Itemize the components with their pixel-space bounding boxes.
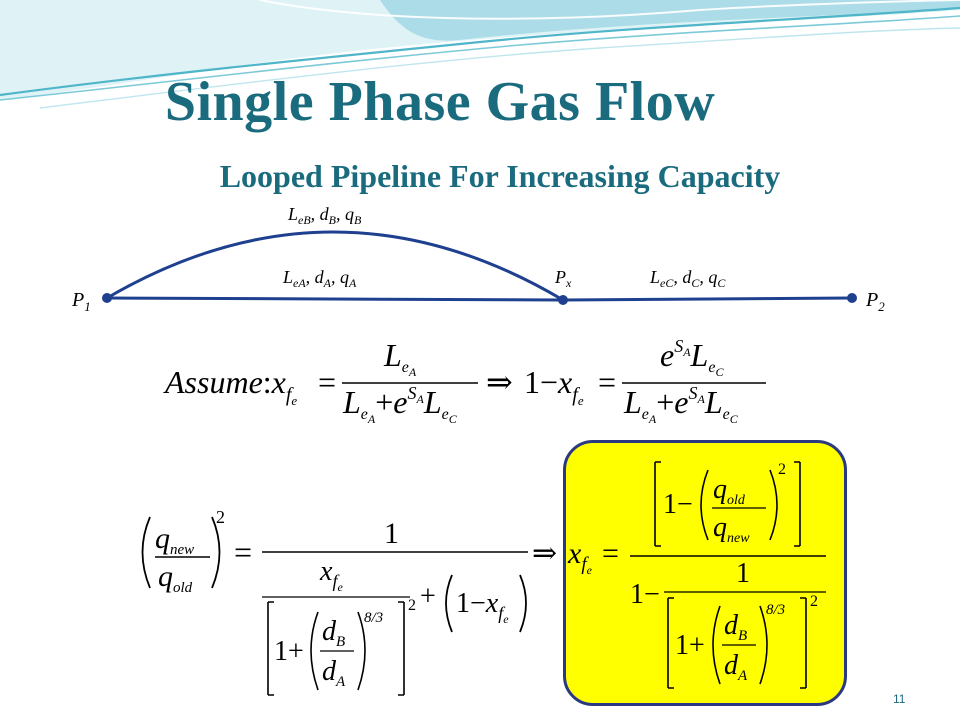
eq1-implies: ⇒ (486, 364, 513, 400)
banner-fill-light (0, 0, 960, 100)
eq3-den-left-bracket (667, 597, 674, 689)
eq1-frac2-denominator: LeA+eSALeC (623, 383, 739, 426)
eq2-den-right-paren (519, 574, 527, 633)
eq3-den-one-minus: 1− (630, 579, 660, 610)
eq1-assume-lhs: Assume:xfe (163, 364, 297, 408)
label-node-p2: P2 (865, 289, 885, 314)
label-segment-a: LeA, dA, qA (282, 267, 357, 290)
eq3-equals: = (602, 537, 619, 570)
eq3-num-right-paren (769, 469, 778, 541)
eq3-den-d-b: dB (724, 610, 747, 644)
wave-banner (0, 0, 960, 109)
banner-wave-1 (0, 6, 960, 97)
eq3-num-exp: 2 (778, 461, 786, 478)
eq1-frac2-numerator: eSALeC (660, 336, 724, 379)
pipeline-diagram: LeB, dB, qB LeA, dA, qA LeC, dC, qC P1 P… (71, 204, 885, 314)
eq3-den-inner-left-paren (712, 605, 721, 685)
eq3-num-q-new: qnew (713, 512, 750, 546)
eq2-den-inner-left-paren (310, 611, 319, 691)
eq2-implies: ⇒ (532, 537, 557, 570)
eq3-den-inner-right-paren (759, 605, 768, 685)
eq1-equals-1: = (318, 364, 336, 400)
eq3-num-right-bracket (794, 461, 801, 547)
banner-wave-2 (0, 15, 960, 101)
node-p2-dot (847, 293, 857, 303)
node-px-dot (558, 295, 568, 305)
node-p1-dot (102, 293, 112, 303)
label-node-p1: P1 (71, 289, 91, 314)
eq2-lhs-q-old: qold (158, 560, 193, 596)
eq2-lhs-right-paren (211, 516, 221, 589)
assume-equation: Assume:xfe = LeA LeA+eSALeC ⇒ 1−xfe = eS… (163, 336, 766, 426)
label-segment-b: LeB, dB, qB (287, 204, 362, 227)
eq3-x: xfe (567, 537, 593, 577)
eq3-num-q-old: qold (713, 474, 746, 508)
eq2-den-left-bracket (267, 601, 274, 696)
eq2-den-left-paren (445, 574, 453, 633)
eq2-den-plus: + (420, 581, 436, 612)
eq2-den-exp-8-3: 8/3 (364, 610, 383, 626)
eq3-num-left-paren (700, 469, 709, 541)
eq2-den-one-plus: 1+ (274, 636, 304, 667)
eq3-den-one: 1 (736, 558, 750, 589)
slide-number: 11 (893, 692, 906, 706)
eq1-one-minus-x: 1−xfe (524, 364, 584, 408)
eq2-den-one-minus-x: 1−xfe (456, 588, 509, 626)
capacity-equation: qnew qold 2 = 1 xfe + 1−xfe 1+ dB dA 8/3… (141, 461, 826, 696)
eq2-lhs-exp: 2 (216, 507, 225, 527)
eq3-den-d-a: dA (724, 650, 748, 684)
eq2-equals: = (234, 534, 252, 570)
eq3-num-left-bracket (654, 461, 661, 547)
eq2-den-inner-right-paren (357, 611, 366, 691)
eq1-equals-2: = (598, 364, 616, 400)
pipe-c (562, 296, 853, 302)
pipe-a (106, 296, 564, 302)
eq1-frac1-numerator: LeA (383, 337, 417, 379)
eq2-lhs-q-new: qnew (155, 522, 194, 558)
eq2-den-x: xfe (319, 556, 343, 594)
banner-wave-3 (39, 27, 960, 109)
eq2-den-right-bracket (398, 601, 405, 696)
eq3-den-exp-8-3: 8/3 (766, 602, 785, 618)
banner-wave-4 (259, 0, 960, 20)
eq2-den-d-b: dB (322, 616, 345, 650)
eq2-numerator-one: 1 (384, 517, 399, 550)
label-segment-c: LeC, dC, qC (649, 267, 726, 290)
slide-title: Single Phase Gas Flow (164, 71, 716, 133)
banner-fill-teal (380, 0, 960, 41)
label-node-px: Px (554, 267, 572, 290)
slide-subtitle: Looped Pipeline For Increasing Capacity (219, 158, 781, 194)
eq3-den-exp-2: 2 (810, 593, 818, 610)
eq3-den-right-bracket (800, 597, 807, 689)
eq2-lhs-left-paren (141, 516, 151, 589)
eq3-num-one-minus: 1− (663, 489, 693, 520)
eq1-frac1-denominator: LeA+eSALeC (342, 383, 458, 426)
eq2-den-d-a: dA (322, 656, 346, 690)
eq3-den-one-plus: 1+ (675, 630, 705, 661)
loop-pipe-b (106, 230, 564, 302)
eq2-den-exp-2: 2 (408, 597, 416, 614)
